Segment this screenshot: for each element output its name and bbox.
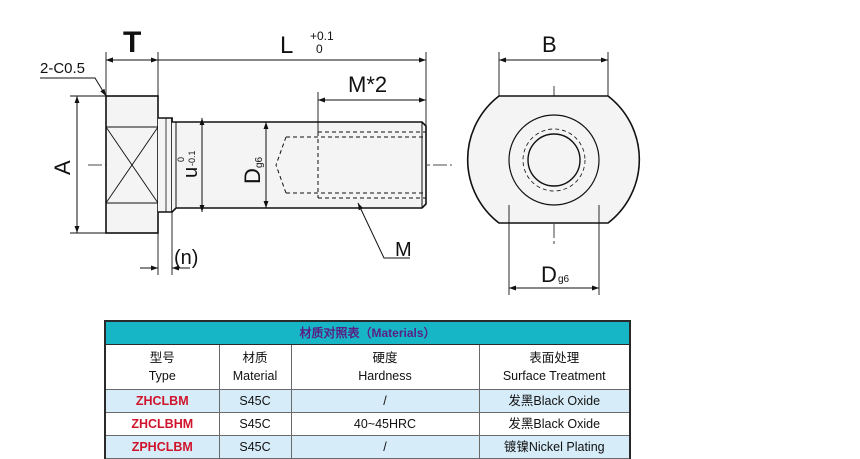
label-M: M (395, 239, 412, 261)
bolt-neck (158, 117, 173, 213)
label-M2: M*2 (348, 72, 387, 97)
cell-treatment: 镀镍Nickel Plating (479, 435, 629, 459)
cell-type: ZHCLBHM (106, 412, 220, 436)
col-treatment-cn: 表面处理 (529, 351, 580, 365)
label-L-tol-lower: 0 (316, 42, 323, 56)
cell-treatment: 发黑Black Oxide (479, 412, 629, 436)
materials-table: 材质对照表（Materials） 型号 Type 材质 Material 硬度 … (104, 320, 631, 459)
head-outline (466, 95, 641, 224)
cell-material: S45C (219, 389, 292, 413)
col-material-en: Material (232, 369, 278, 383)
label-n: (n) (174, 247, 198, 269)
side-view (40, 52, 452, 275)
tapped-hole (275, 131, 426, 199)
cell-type: ZPHCLBM (106, 435, 220, 459)
technical-drawing: T L +0.1 0 2-C0.5 M*2 A u 0 -0.1 D g6 (n… (40, 26, 641, 295)
cell-type: ZHCLBM (106, 389, 220, 413)
label-D: D (240, 168, 265, 184)
col-hardness-cn: 硬度 (372, 351, 398, 365)
col-type-header: 型号 Type (106, 345, 220, 390)
cell-hardness: / (291, 389, 480, 413)
hole-circle (527, 133, 581, 187)
thread-circle (522, 128, 586, 192)
label-D-fit: g6 (254, 156, 265, 168)
end-view (466, 52, 641, 295)
table-row: ZPHCLBM S45C / 镀镍Nickel Plating (106, 435, 629, 459)
label-D2-fit: g6 (558, 274, 570, 285)
cell-material: S45C (219, 412, 292, 436)
col-treatment-header: 表面处理 Surface Treatment (479, 345, 629, 390)
label-B: B (542, 32, 557, 57)
label-u-tol-lower: -0.1 (187, 150, 197, 166)
col-material-header: 材质 Material (219, 345, 292, 390)
label-u-tol-upper: 0 (176, 157, 186, 162)
materials-grid: 型号 Type 材质 Material 硬度 Hardness 表面处理 Sur… (106, 345, 629, 459)
label-L-tol-upper: +0.1 (310, 29, 334, 43)
cell-material: S45C (219, 435, 292, 459)
label-D-group: D g6 (240, 156, 265, 184)
col-hardness-en: Hardness (358, 369, 412, 383)
label-D2: D (541, 262, 557, 287)
table-row: ZHCLBHM S45C 40~45HRC 发黑Black Oxide (106, 412, 629, 436)
label-T: T (123, 26, 141, 59)
label-L: L (280, 32, 293, 59)
cell-hardness: 40~45HRC (291, 412, 480, 436)
col-type-cn: 型号 (149, 351, 175, 365)
table-header-row: 型号 Type 材质 Material 硬度 Hardness 表面处理 Sur… (106, 345, 629, 390)
col-type-en: Type (148, 369, 176, 383)
bolt-shaft (171, 118, 427, 213)
cell-hardness: / (291, 435, 480, 459)
thread-leader (357, 202, 410, 259)
table-row: ZHCLBM S45C / 发黑Black Oxide (106, 389, 629, 413)
chamfer-leader (40, 77, 107, 97)
label-u-group: u 0 -0.1 (176, 150, 202, 178)
shaft-circle (508, 114, 600, 206)
label-A: A (50, 160, 75, 175)
col-treatment-en: Surface Treatment (502, 369, 606, 383)
bolt-head (105, 95, 159, 234)
table-title: 材质对照表（Materials） (106, 322, 629, 345)
label-u: u (180, 167, 202, 178)
col-material-cn: 材质 (242, 351, 268, 365)
col-hardness-header: 硬度 Hardness (291, 345, 480, 390)
cell-treatment: 发黑Black Oxide (479, 389, 629, 413)
label-chamfer: 2-C0.5 (40, 60, 85, 77)
